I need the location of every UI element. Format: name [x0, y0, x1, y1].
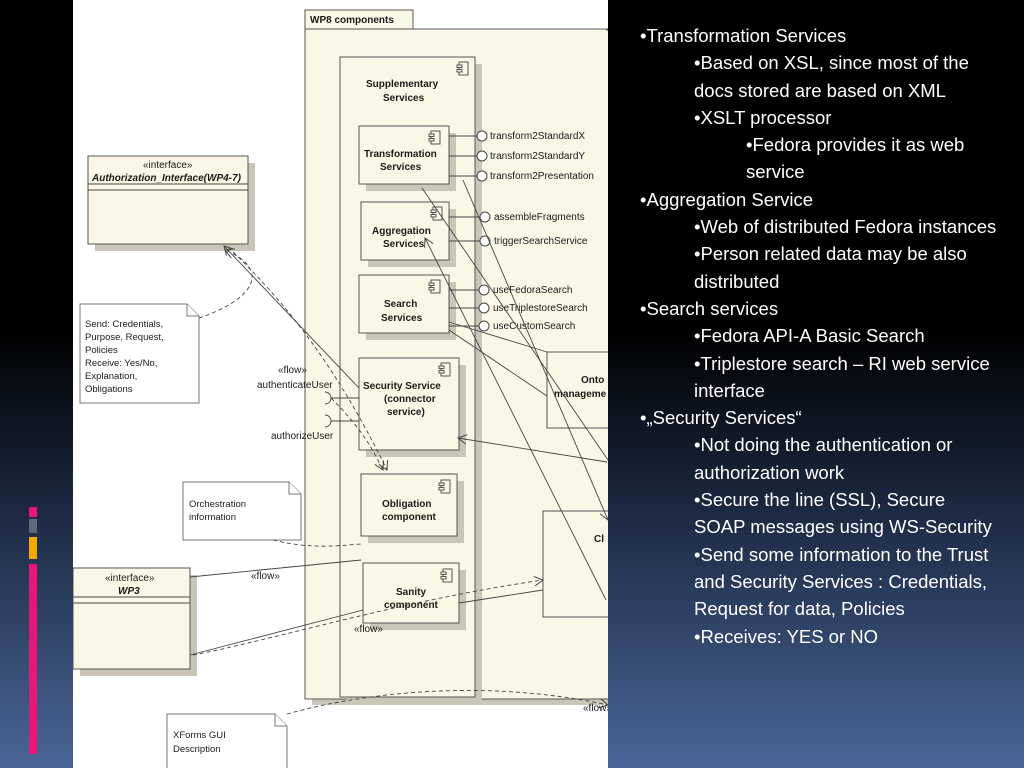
bullet-item-level-1: •Based on XSL, since most of the docs st…: [694, 52, 969, 101]
sanity-label-1: Sanity: [396, 587, 426, 598]
interface-transform2presentation: transform2Presentation: [490, 171, 594, 182]
interface-authorizeuser: authorizeUser: [271, 431, 334, 442]
auth-interface-name: Authorization_Interface(WP4-7): [91, 173, 242, 184]
interface-transform2standardy: transform2StandardY: [490, 151, 585, 162]
uml-component-diagram: WP8 components Supplementary Services Tr…: [73, 0, 608, 768]
bullet-list: •Transformation Services •Based on XSL, s…: [640, 22, 1000, 650]
bullet-item-level-1: •Web of distributed Fedora instances: [694, 216, 997, 238]
search-label-1: Search: [384, 299, 417, 310]
note-orch-line-2: information: [189, 512, 236, 523]
client-component: Cl: [542, 510, 608, 618]
flow-label-4: «flow»: [583, 703, 608, 714]
bullet-item-level-1: •Receives: YES or NO: [694, 625, 879, 647]
connector-lines: [189, 29, 608, 656]
security-label-1: Security Service: [363, 381, 441, 392]
flow-label-2: «flow»: [251, 571, 280, 582]
interface-usefedorasearch: useFedoraSearch: [493, 285, 573, 296]
sanity-label-2: component: [384, 600, 439, 611]
bullet-item-level-1: •Fedora API-A Basic Search: [694, 325, 925, 347]
aggregation-label-1: Aggregation: [372, 226, 431, 237]
bullet-item-level-0: •Aggregation Service: [640, 188, 814, 210]
aggregation-label-2: Services: [383, 239, 425, 250]
bullet-item-level-1: •Not doing the authentication or authori…: [694, 434, 953, 483]
security-label-2: (connector: [384, 394, 436, 405]
package-title: WP8 components: [310, 15, 394, 26]
flow-label-3: «flow»: [354, 624, 383, 635]
note-send-receive: Send: Credentials, Purpose, Request, Pol…: [79, 303, 200, 404]
interface-triggersearchservice: triggerSearchService: [494, 236, 588, 247]
transformation-services-component: Transformation Services: [358, 125, 456, 191]
diagram-canvas: WP8 components Supplementary Services Tr…: [73, 9, 608, 768]
search-label-2: Services: [381, 313, 423, 324]
note-send-line-3: Policies: [85, 345, 118, 356]
wp3-stereotype: «interface»: [105, 573, 155, 584]
interface-usecustomsearch: useCustomSearch: [493, 321, 575, 332]
aggregation-services-component: Aggregation Services: [360, 201, 456, 267]
note-send-line-5: Explanation,: [85, 371, 137, 382]
supplementary-label-2: Services: [383, 93, 425, 104]
note-orchestration: Orchestration information: [182, 481, 302, 541]
accent-bar-top: [29, 507, 37, 517]
auth-stereotype: «interface»: [143, 160, 193, 171]
note-send-line-6: Obligations: [85, 384, 133, 395]
obligation-label-1: Obligation: [382, 499, 431, 510]
interface-lollipops: [449, 130, 491, 332]
onto-label-2: manageme: [554, 389, 607, 400]
transformation-label-1: Transformation: [364, 149, 437, 160]
ontology-management-component: Onto manageme: [546, 351, 608, 429]
note-xforms-line-2: Description: [173, 744, 221, 755]
note-xforms: XForms GUI Description: [166, 713, 288, 768]
bullet-item-level-1: •Secure the line (SSL), Secure SOAP mess…: [694, 489, 992, 538]
note-send-line-1: Send: Credentials,: [85, 319, 163, 330]
security-label-3: service): [387, 407, 425, 418]
bullet-item-level-1: •Person related data may be also distrib…: [694, 243, 967, 292]
security-service-component: Security Service (connector service): [358, 357, 466, 457]
bullet-item-level-0: •Transformation Services: [640, 25, 847, 46]
accent-bar-orange: [29, 537, 37, 559]
note-orch-line-1: Orchestration: [189, 499, 246, 510]
interface-usetriplestoresearch: useTriplestoreSearch: [493, 303, 588, 314]
accent-bar-gray: [29, 519, 37, 533]
obligation-label-2: component: [382, 512, 437, 523]
interface-transform2standardx: transform2StandardX: [490, 131, 585, 142]
flow-label-1: «flow»: [278, 365, 307, 376]
transformation-label-2: Services: [380, 162, 422, 173]
authorization-interface-class: «interface» Authorization_Interface(WP4-…: [87, 155, 255, 251]
wp3-interface-class: «interface» WP3: [73, 567, 197, 676]
search-services-component: Search Services: [358, 274, 456, 340]
bullet-item-level-0: •„Security Services“: [640, 407, 802, 429]
client-label: Cl: [594, 534, 604, 545]
interface-assemblefragments: assembleFragments: [494, 212, 585, 223]
bullet-item-level-1: •XSLT processor: [694, 106, 832, 128]
bullet-item-level-1: •Send some information to the Trust and …: [694, 543, 989, 620]
note-send-line-4: Receive: Yes/No,: [85, 358, 157, 369]
bullet-item-level-0: •Search services: [640, 297, 779, 319]
onto-label-1: Onto: [581, 375, 604, 386]
note-xforms-line-1: XForms GUI: [173, 730, 226, 741]
interface-authenticateuser: authenticateUser: [257, 380, 333, 391]
note-send-line-2: Purpose, Request,: [85, 332, 164, 343]
supplementary-label-1: Supplementary: [366, 79, 439, 90]
accent-bar-pink: [29, 564, 37, 754]
component-glyph-icons: [428, 61, 469, 583]
bullet-item-level-2: •Fedora provides it as web service: [746, 134, 965, 183]
bullet-item-level-1: •Triplestore search – RI web service int…: [694, 352, 990, 401]
dashed-connectors: [192, 246, 608, 715]
wp3-interface-name: WP3: [118, 586, 140, 597]
